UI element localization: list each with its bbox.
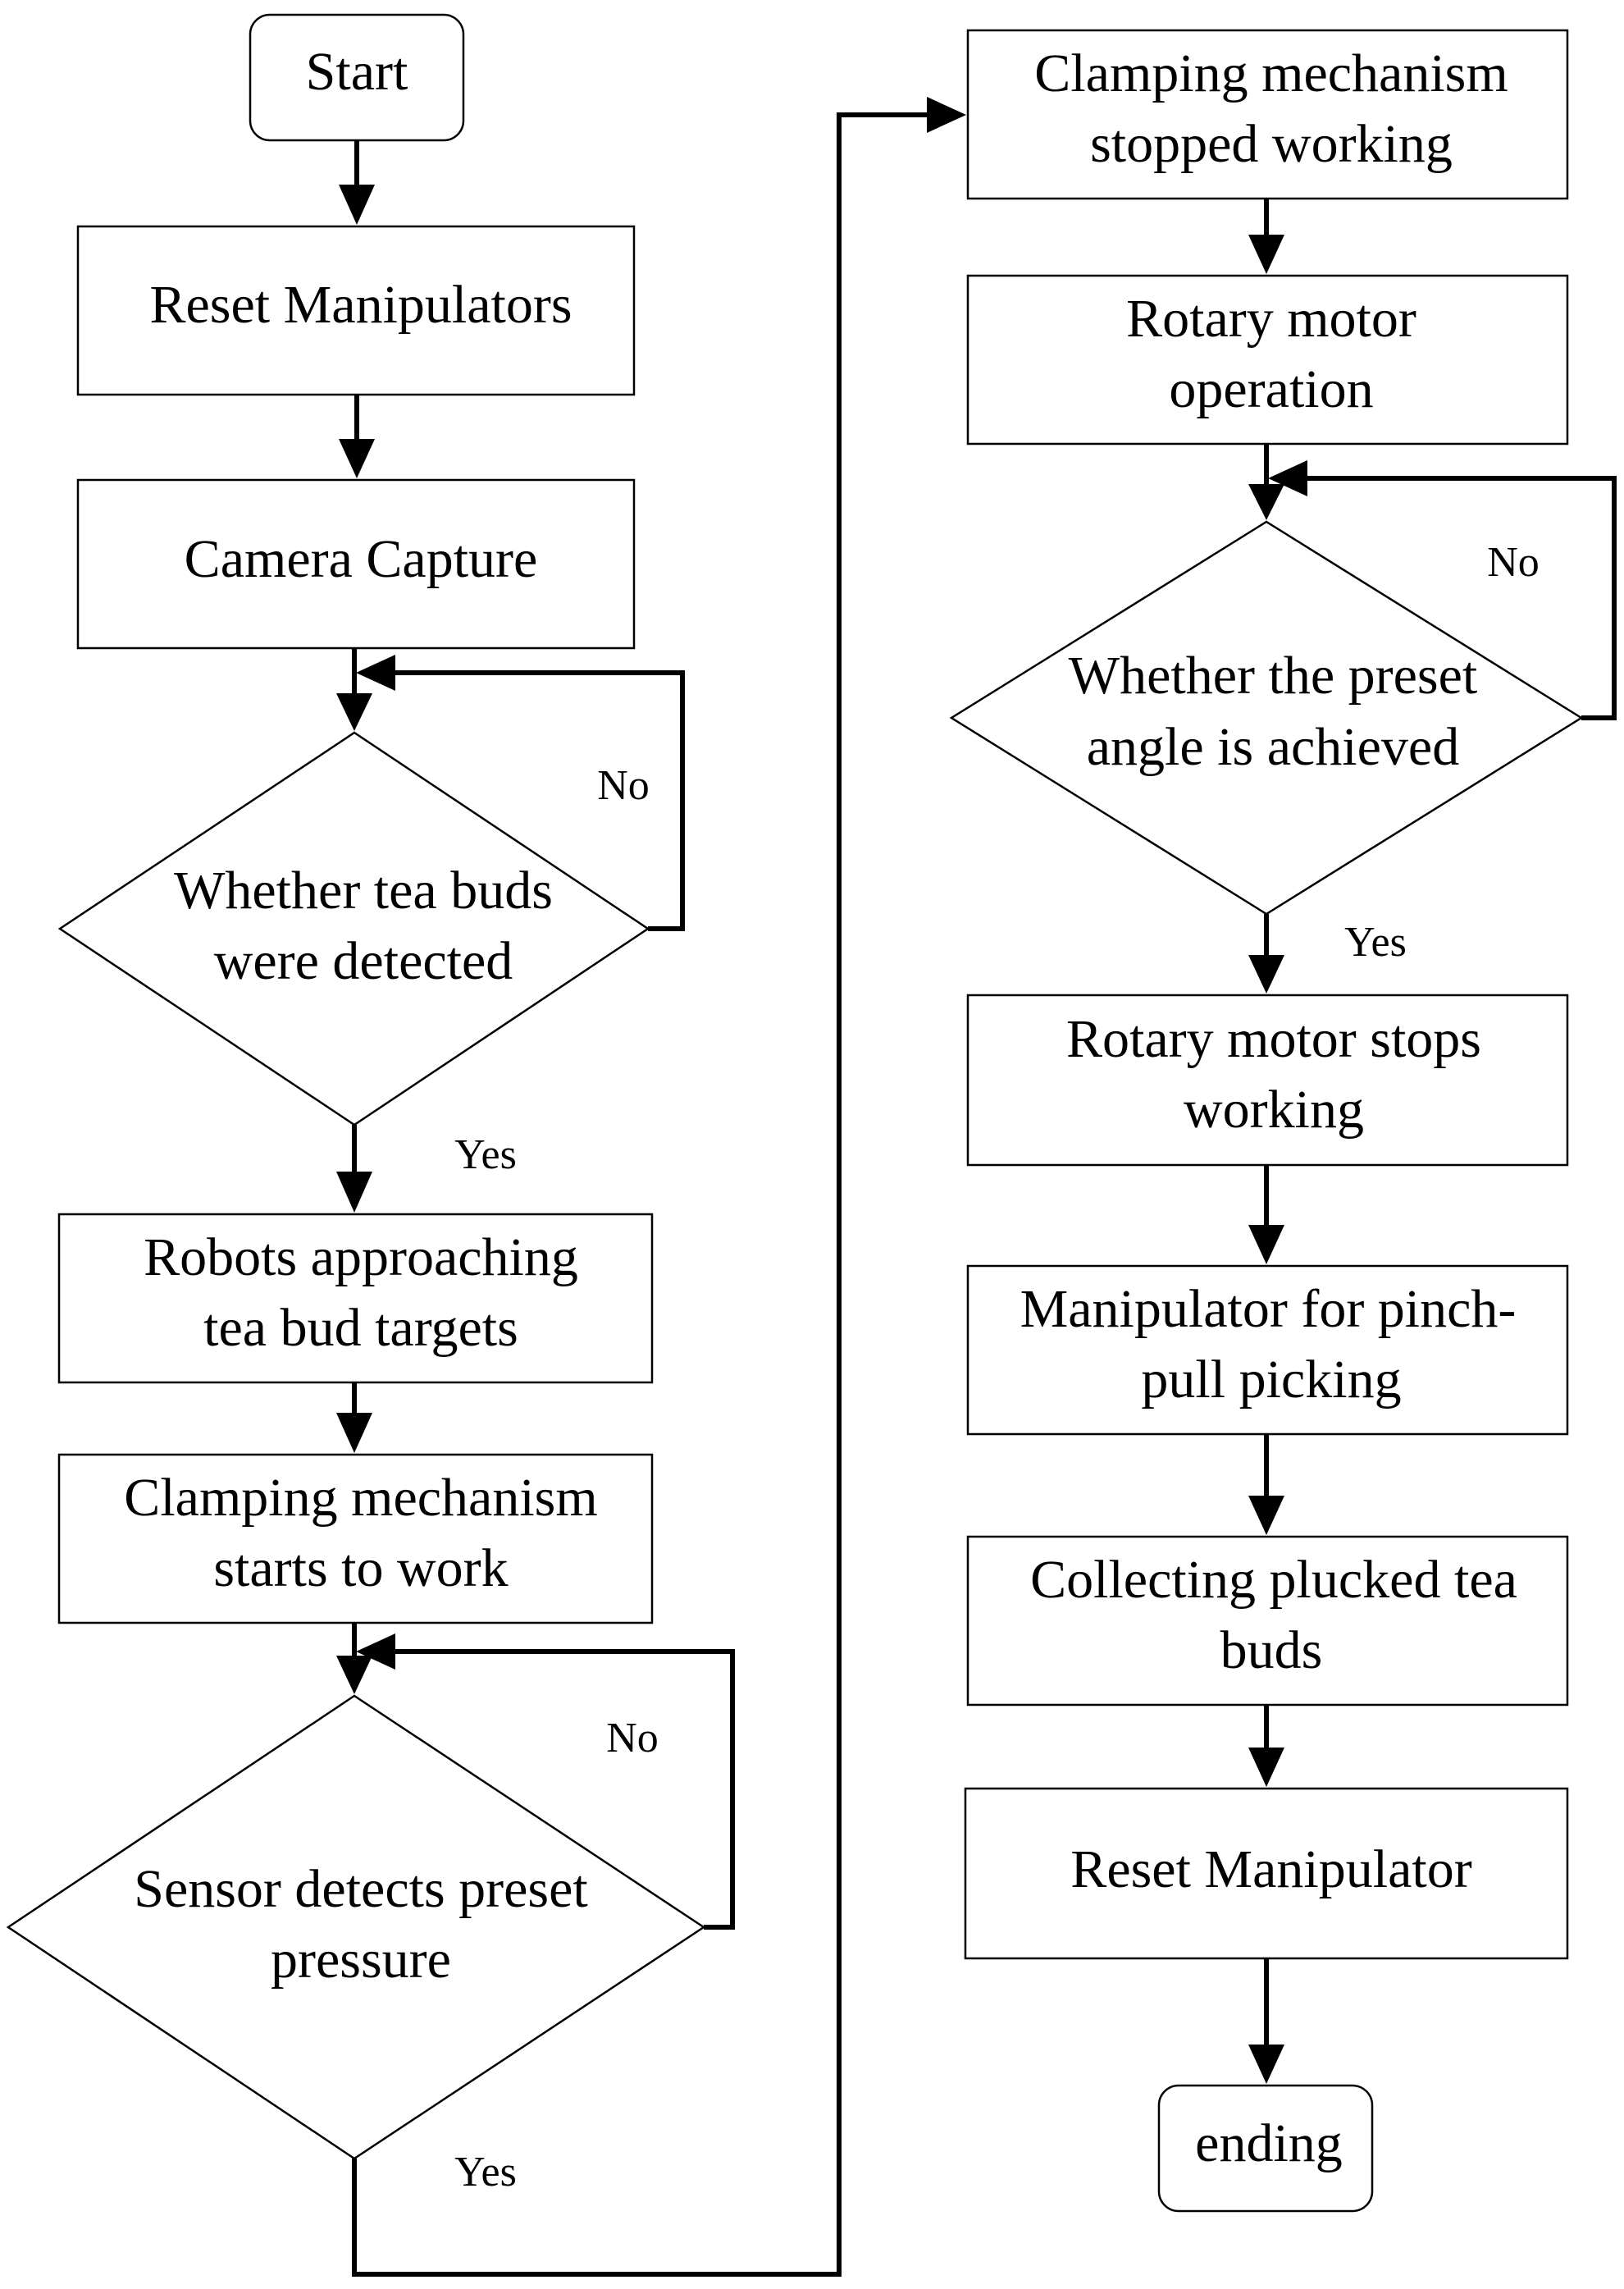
svg-text:Start: Start: [306, 42, 408, 102]
loop-no-angle: [1268, 460, 1617, 720]
svg-text:Whether the preset: Whether the preset: [1069, 646, 1477, 706]
node-rotary-motor-operation: Rotary motor operation: [966, 274, 1569, 445]
loop-no-tea-buds: [356, 655, 685, 931]
arrow-clamping-to-sensor: [336, 1623, 372, 1694]
arrow-angle-to-rotary-stops: [1248, 914, 1284, 994]
label-no-tea-buds: No: [597, 762, 650, 809]
svg-text:pressure: pressure: [271, 1930, 451, 1990]
arrow-collecting-to-reset: [1248, 1705, 1284, 1787]
svg-text:Clamping mechanism: Clamping mechanism: [1034, 43, 1508, 103]
arrow-sensor-to-clamping-stopped: [352, 97, 966, 2277]
svg-text:Collecting plucked tea: Collecting plucked tea: [1030, 1550, 1517, 1610]
svg-text:operation: operation: [1169, 359, 1373, 419]
svg-text:Reset Manipulator: Reset Manipulator: [1070, 1839, 1471, 1899]
label-no-angle: No: [1487, 539, 1540, 586]
node-reset-manipulators: Reset Manipulators: [76, 225, 636, 396]
svg-text:Rotary motor: Rotary motor: [1126, 289, 1416, 349]
node-robots-approaching: Robots approaching tea bud targets: [57, 1213, 654, 1384]
arrow-rotary-stops-to-pinch: [1248, 1165, 1284, 1264]
svg-text:Manipulator for pinch-: Manipulator for pinch-: [1020, 1279, 1517, 1339]
svg-text:Camera Capture: Camera Capture: [185, 529, 538, 589]
decision-sensor-detects-pressure: Sensor detects preset pressure: [6, 1694, 706, 2160]
label-yes-tea-buds: Yes: [454, 1131, 517, 1178]
svg-text:working: working: [1184, 1080, 1364, 1140]
svg-text:were detected: were detected: [214, 931, 513, 991]
node-clamping-stopped: Clamping mechanism stopped working: [966, 29, 1569, 200]
label-no-pressure: No: [606, 1715, 659, 1761]
label-yes-angle: Yes: [1344, 919, 1407, 966]
arrow-reset-to-camera: [339, 395, 375, 478]
svg-text:Robots approaching: Robots approaching: [144, 1227, 578, 1287]
label-yes-pressure: Yes: [454, 2149, 517, 2195]
svg-text:angle is achieved: angle is achieved: [1087, 717, 1459, 777]
svg-text:Clamping mechanism: Clamping mechanism: [124, 1468, 597, 1528]
node-clamping-starts: Clamping mechanism starts to work: [57, 1453, 654, 1624]
node-collecting-tea-buds: Collecting plucked tea buds: [966, 1535, 1569, 1706]
svg-text:tea bud targets: tea bud targets: [203, 1298, 518, 1358]
svg-text:buds: buds: [1220, 1620, 1323, 1680]
svg-text:ending: ending: [1195, 2113, 1343, 2173]
arrow-clamping-stopped-to-rotary: [1248, 199, 1284, 274]
svg-text:stopped working: stopped working: [1090, 114, 1453, 174]
svg-text:Whether tea buds: Whether tea buds: [174, 861, 553, 921]
node-reset-manipulator: Reset Manipulator: [964, 1787, 1569, 1960]
arrow-rotary-to-angle-decision: [1248, 444, 1284, 520]
svg-text:Sensor detects preset: Sensor detects preset: [134, 1859, 588, 1919]
arrow-robots-to-clamping: [336, 1382, 372, 1453]
decision-tea-buds-detected: Whether tea buds were detected: [57, 731, 650, 1126]
svg-text:starts to work: starts to work: [213, 1538, 508, 1598]
node-camera-capture: Camera Capture: [76, 478, 636, 650]
svg-text:pull picking: pull picking: [1141, 1350, 1401, 1409]
arrow-camera-to-decision: [336, 648, 372, 731]
loop-no-pressure: [356, 1633, 735, 1930]
svg-text:Reset Manipulators: Reset Manipulators: [149, 275, 572, 335]
arrow-start-to-reset: [339, 140, 375, 225]
arrow-reset-to-ending: [1248, 1958, 1284, 2084]
svg-text:Rotary motor stops: Rotary motor stops: [1066, 1009, 1481, 1069]
arrow-pinch-to-collecting: [1248, 1434, 1284, 1535]
node-rotary-motor-stops: Rotary motor stops working: [966, 994, 1569, 1167]
decision-preset-angle: Whether the preset angle is achieved: [949, 520, 1584, 916]
node-start: Start: [249, 13, 465, 142]
node-ending: ending: [1157, 2084, 1374, 2213]
node-pinch-pull-picking: Manipulator for pinch- pull picking: [966, 1264, 1569, 1436]
arrow-decision-to-robots: [336, 1125, 372, 1213]
